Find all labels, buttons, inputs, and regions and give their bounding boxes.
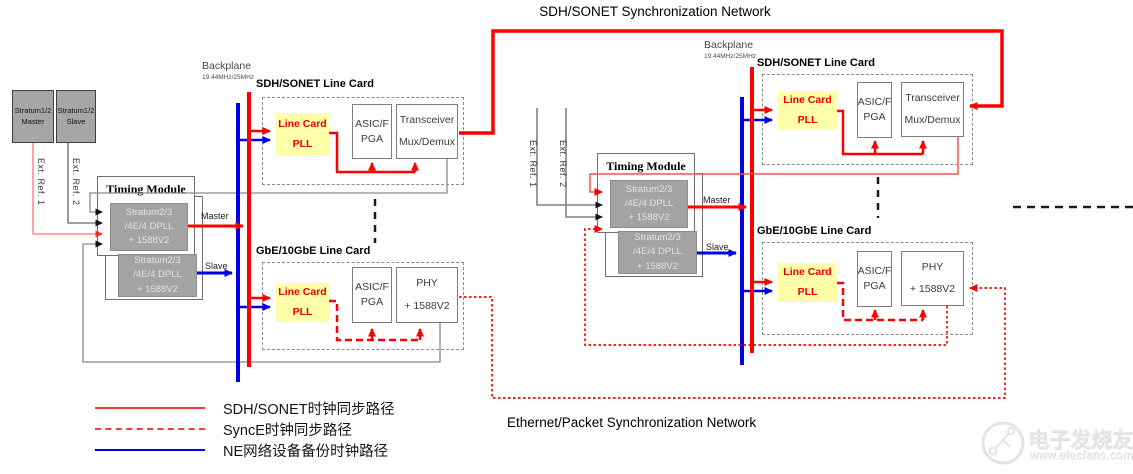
line-card-pll-sdh-left: Line Card PLL bbox=[276, 113, 329, 156]
ext-ref-1-line-left bbox=[32, 143, 103, 238]
ext-ref-2-label-left: Ext. Ref. 2 bbox=[71, 158, 81, 206]
slave-label-right: Slave bbox=[706, 242, 729, 252]
ext-ref-1-label-right: Ext. Ref. 1 bbox=[528, 140, 538, 188]
dpll-slave-left: Stratum2/3 /4E/4 DPLL + 1588V2 bbox=[118, 254, 197, 297]
legend-line-backup bbox=[95, 449, 205, 451]
backup-paths bbox=[197, 97, 773, 382]
dpll-master-left: Stratum2/3 /4E/4 DPLL + 1588V2 bbox=[110, 203, 188, 251]
backplane-freq-right: 19.44MHz/25MHz bbox=[704, 53, 757, 60]
watermark-brand: 电子发烧友 bbox=[1028, 429, 1133, 452]
watermark: 电子发烧友 www.elecfans.com bbox=[980, 416, 1133, 472]
ext-ref-2-label-right: Ext. Ref. 2 bbox=[558, 140, 568, 188]
transceiver-mux-demux-right: Transceiver Mux/Demux bbox=[901, 82, 964, 137]
legend-item-sdh-path: SDH/SONET时钟同步路径 bbox=[95, 400, 395, 418]
legend-line-sdh bbox=[95, 407, 205, 409]
legend-item-synce-path: SyncE时钟同步路径 bbox=[95, 421, 352, 439]
sdh-network-title: SDH/SONET Synchronization Network bbox=[539, 4, 771, 19]
gbe-card-title-left: GbE/10GbE Line Card bbox=[256, 245, 371, 257]
slave-label-left: Slave bbox=[205, 261, 228, 271]
reference-paths bbox=[32, 108, 603, 363]
line-card-pll-gbe-left: Line Card PLL bbox=[276, 283, 329, 322]
backplane-label-left: Backplane bbox=[202, 60, 252, 72]
sdh-card-internal-right bbox=[837, 109, 923, 156]
timing-module-title: Timing Module bbox=[606, 159, 686, 173]
backplane-label-right: Backplane bbox=[704, 39, 754, 51]
sdh-sync-paths bbox=[188, 29, 1004, 367]
asic-fpga-gbe-left: ASIC/F PGA bbox=[352, 267, 392, 323]
elecfans-logo-icon bbox=[981, 421, 1025, 465]
sdh-card-internal-left bbox=[329, 131, 415, 174]
phy-1588-right: PHY + 1588V2 bbox=[901, 251, 964, 306]
stratum12-slave-box: Stratum1/2 Slave bbox=[56, 90, 96, 143]
asic-fpga-sdh-left: ASIC/F PGA bbox=[352, 104, 392, 159]
ethernet-network-title: Ethernet/Packet Synchronization Network bbox=[507, 415, 757, 430]
asic-fpga-gbe-right: ASIC/F PGA bbox=[857, 251, 892, 307]
synce-network-line bbox=[459, 284, 1006, 399]
ext-ref-2-line-left bbox=[67, 143, 103, 227]
asic-fpga-sdh-right: ASIC/F PGA bbox=[857, 82, 892, 138]
legend-line-synce bbox=[95, 428, 205, 430]
gbe-feedback-left bbox=[82, 240, 441, 363]
sdh-recovered-clock-right bbox=[589, 137, 959, 196]
gbe-card-internal-right bbox=[837, 281, 923, 322]
legend-item-backup-path: NE网络设备备份时钟路径 bbox=[95, 442, 388, 460]
dpll-master-right: Stratum2/3 /4E/4 DPLL + 1588V2 bbox=[610, 180, 688, 228]
continuation-marks bbox=[373, 177, 1133, 243]
synce-paths bbox=[329, 225, 1006, 399]
master-label-left: Master bbox=[201, 211, 229, 221]
line-card-pll-gbe-right: Line Card PLL bbox=[778, 263, 837, 302]
gbe-card-internal-left bbox=[329, 299, 420, 342]
transceiver-mux-demux-left: Transceiver Mux/Demux bbox=[396, 104, 458, 159]
dpll-slave-right: Stratum2/3 /4E/4 DPLL + 1588V2 bbox=[618, 231, 697, 274]
stratum12-master-box: Stratum1/2 Master bbox=[12, 90, 54, 143]
ext-ref-1-label-left: Ext. Ref. 1 bbox=[36, 158, 46, 206]
ext-ref-1-line-right bbox=[536, 108, 603, 209]
sdh-network-line bbox=[459, 29, 1004, 135]
line-card-pll-sdh-right: Line Card PLL bbox=[778, 91, 837, 130]
sdh-feedback-left bbox=[89, 159, 448, 216]
sdh-card-title-right: SDH/SONET Line Card bbox=[757, 57, 875, 69]
phy-1588-left: PHY + 1588V2 bbox=[396, 267, 458, 323]
watermark-site: www.elecfans.com bbox=[1030, 450, 1133, 462]
ext-ref-2-line-right bbox=[565, 108, 603, 221]
sdh-card-title-left: SDH/SONET Line Card bbox=[256, 78, 374, 90]
gbe-card-title-right: GbE/10GbE Line Card bbox=[757, 225, 872, 237]
backplane-freq-left: 19.44MHz/25MHz bbox=[202, 74, 255, 81]
master-label-right: Master bbox=[703, 195, 731, 205]
synce-recovered-clock-right bbox=[584, 225, 948, 346]
